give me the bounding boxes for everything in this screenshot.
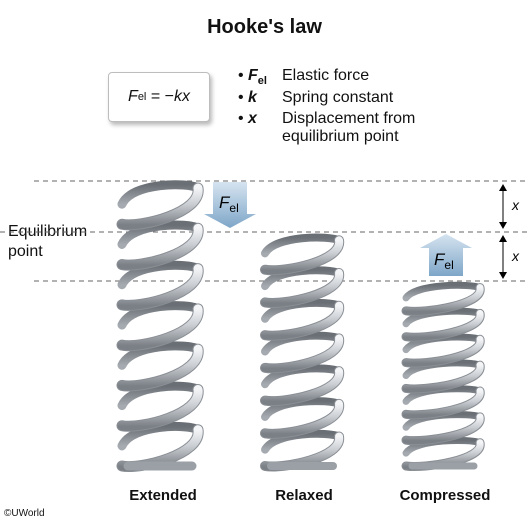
coil-front-strand [261, 399, 343, 438]
coil-front-strand [402, 335, 484, 367]
definition-text: Displacement from [282, 110, 416, 127]
bullet: • [238, 110, 244, 127]
coil-front-strand [117, 384, 203, 431]
formula-equals: = − [146, 88, 174, 105]
definition-text: Spring constant [282, 89, 394, 106]
bullet: • [238, 67, 244, 84]
coil-front-strand [117, 183, 203, 230]
symbol-x: x [248, 110, 257, 127]
displacement-label-upper: x [511, 197, 520, 213]
dimension-lower: x [499, 235, 520, 279]
spring-compressed [401, 281, 485, 471]
coil-front-strand [402, 284, 484, 315]
diagram-title: Hooke's law [207, 16, 322, 38]
coil-front-strand [261, 367, 343, 406]
copyright: ©UWorld [4, 508, 45, 519]
spring-extended [116, 180, 204, 473]
caption-compressed: Compressed [399, 487, 491, 504]
formula-kx: kx [173, 88, 190, 105]
caption-relaxed: Relaxed [275, 487, 333, 504]
spring-relaxed [260, 233, 344, 472]
force-label-compressed: Fel [434, 250, 454, 272]
force-arrow-down: Fel [204, 182, 256, 228]
equilibrium-label-line2: point [8, 243, 43, 260]
definition-displacement-line2: equilibrium point [282, 128, 399, 145]
displacement-label-lower: x [511, 248, 520, 264]
formula-f-subscript: el [137, 91, 147, 103]
coil-front-strand [117, 304, 203, 351]
dimension-upper: x [499, 184, 520, 229]
formula-f: F [128, 88, 138, 105]
force-label-extended: Fel [219, 193, 239, 215]
coil-front-strand [117, 264, 203, 310]
coil-front-strand [402, 413, 484, 445]
definition-displacement: •x Displacement from [238, 111, 415, 127]
coil-front-strand [402, 309, 484, 341]
symbol-f-subscript: el [257, 75, 267, 88]
coil-front-strand [261, 301, 343, 340]
coil-front-strand [402, 387, 484, 419]
symbol-k: k [248, 89, 257, 106]
coil-front-strand [261, 236, 343, 275]
definition-spring-constant: •k Spring constant [238, 90, 393, 106]
symbol-f: F [248, 67, 258, 84]
bullet: • [238, 89, 244, 106]
coil-front-strand [117, 223, 203, 270]
coil-front-strand [261, 334, 343, 373]
definition-text: Elastic force [282, 67, 370, 84]
coil-front-strand [117, 344, 203, 391]
coil-front-strand [261, 268, 343, 307]
caption-extended: Extended [129, 487, 197, 504]
coil-front-strand [402, 361, 484, 393]
definition-elastic-force: •Fel Elastic force [238, 68, 369, 87]
force-arrow-up: Fel [420, 234, 472, 276]
